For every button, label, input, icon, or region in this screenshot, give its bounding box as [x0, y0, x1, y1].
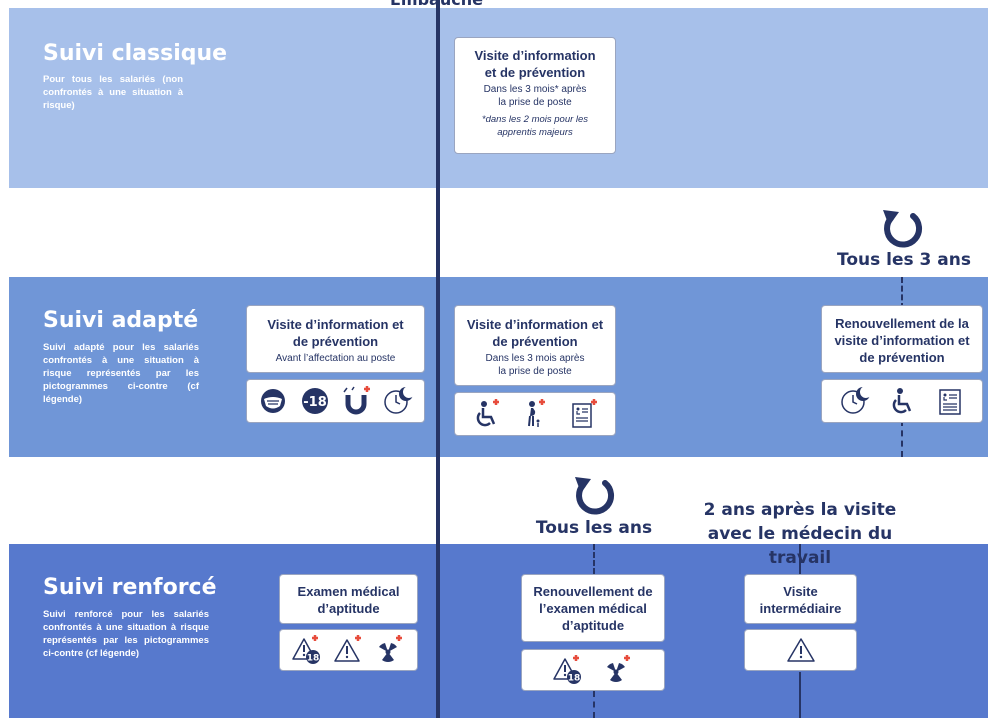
age-badge-text: 18 [568, 674, 581, 684]
under-18-icon: -18 [301, 388, 328, 414]
card-examen-aptitude: Examen médical d’aptitude [279, 574, 418, 624]
pictogram-row: 18 [521, 649, 665, 691]
danger-under-18-icon: 18 [553, 655, 581, 684]
repeat-icon [575, 477, 615, 515]
card-note: *dans les 2 mois pour les apprentis maje… [481, 114, 589, 138]
disability-icon [892, 388, 912, 414]
dashed-connector [593, 544, 595, 574]
frequency-label: Tous les ans [535, 518, 653, 538]
radiation-icon [607, 655, 630, 682]
band-suivi-renforce: Suivi renforcé Suivi renforcé pour les s… [9, 544, 988, 718]
hiring-timeline [436, 0, 440, 718]
invalidity-pension-icon [938, 389, 961, 415]
band-title: Suivi renforcé [43, 575, 217, 600]
card-vip-avant-affectation: Visite d’information et de prévention Av… [246, 305, 425, 373]
frequency-label: Tous les 3 ans [837, 250, 971, 270]
solid-connector [799, 544, 801, 574]
card-title: Examen médical d’aptitude [297, 584, 400, 616]
card-title: Renouvellement de la visite d’informatio… [834, 316, 970, 365]
age-badge-text: 18 [306, 654, 319, 664]
pictogram-row: -18 [246, 379, 425, 423]
pregnancy-icon [528, 399, 545, 427]
invalidity-pension-icon [571, 399, 597, 428]
pictogram-row [454, 392, 616, 436]
dashed-connector [901, 420, 903, 457]
mask-icon [261, 389, 286, 413]
disability-icon [476, 399, 499, 427]
frequency-label: 2 ans après la visite avec le médecin du… [703, 500, 897, 568]
pictogram-row [821, 379, 983, 423]
band-description: Suivi renforcé pour les salariés confron… [43, 609, 209, 659]
solid-connector [799, 672, 801, 718]
night-work-icon [840, 386, 870, 414]
band-title: Suivi adapté [43, 308, 199, 333]
band-title: Suivi classique [43, 41, 228, 66]
card-renouvellement-vip: Renouvellement de la visite d’informatio… [821, 305, 983, 373]
electromagnetic-icon [343, 386, 371, 415]
card-title: Visite intermédiaire [759, 584, 842, 616]
night-work-icon [383, 386, 413, 414]
band-description: Pour tous les salariés (non confrontés à… [43, 74, 183, 111]
age-badge-text: -18 [303, 395, 327, 410]
pictogram-row: 18 [279, 629, 418, 671]
card-title: Renouvellement de l’examen médical d’apt… [533, 584, 653, 633]
danger-icon [786, 638, 815, 662]
dashed-connector [593, 691, 595, 718]
card-title: Visite d’information et de prévention [466, 317, 604, 349]
danger-icon [333, 635, 361, 662]
card-title: Visite d’information et de prévention [267, 317, 404, 349]
danger-under-18-icon: 18 [292, 635, 320, 664]
card-subtitle: Dans les 3 mois* après la prise de poste [483, 84, 587, 108]
card-visite-intermediaire: Visite intermédiaire [744, 574, 857, 624]
card-subtitle: Dans les 3 mois après la prise de poste [485, 353, 585, 377]
card-vip-classique: Visite d’information et de prévention Da… [454, 37, 616, 154]
pictogram-row [744, 629, 857, 671]
card-title: Visite d’information et de prévention [474, 48, 596, 80]
repeat-icon [883, 210, 923, 248]
radiation-icon [379, 635, 403, 662]
card-renouvellement-examen: Renouvellement de l’examen médical d’apt… [521, 574, 665, 642]
card-subtitle: Avant l’affectation au poste [275, 353, 396, 364]
band-description: Suivi adapté pour les salariés confronté… [43, 342, 199, 405]
card-vip-apres-prise-poste: Visite d’information et de prévention Da… [454, 305, 616, 386]
dashed-connector [901, 277, 903, 309]
